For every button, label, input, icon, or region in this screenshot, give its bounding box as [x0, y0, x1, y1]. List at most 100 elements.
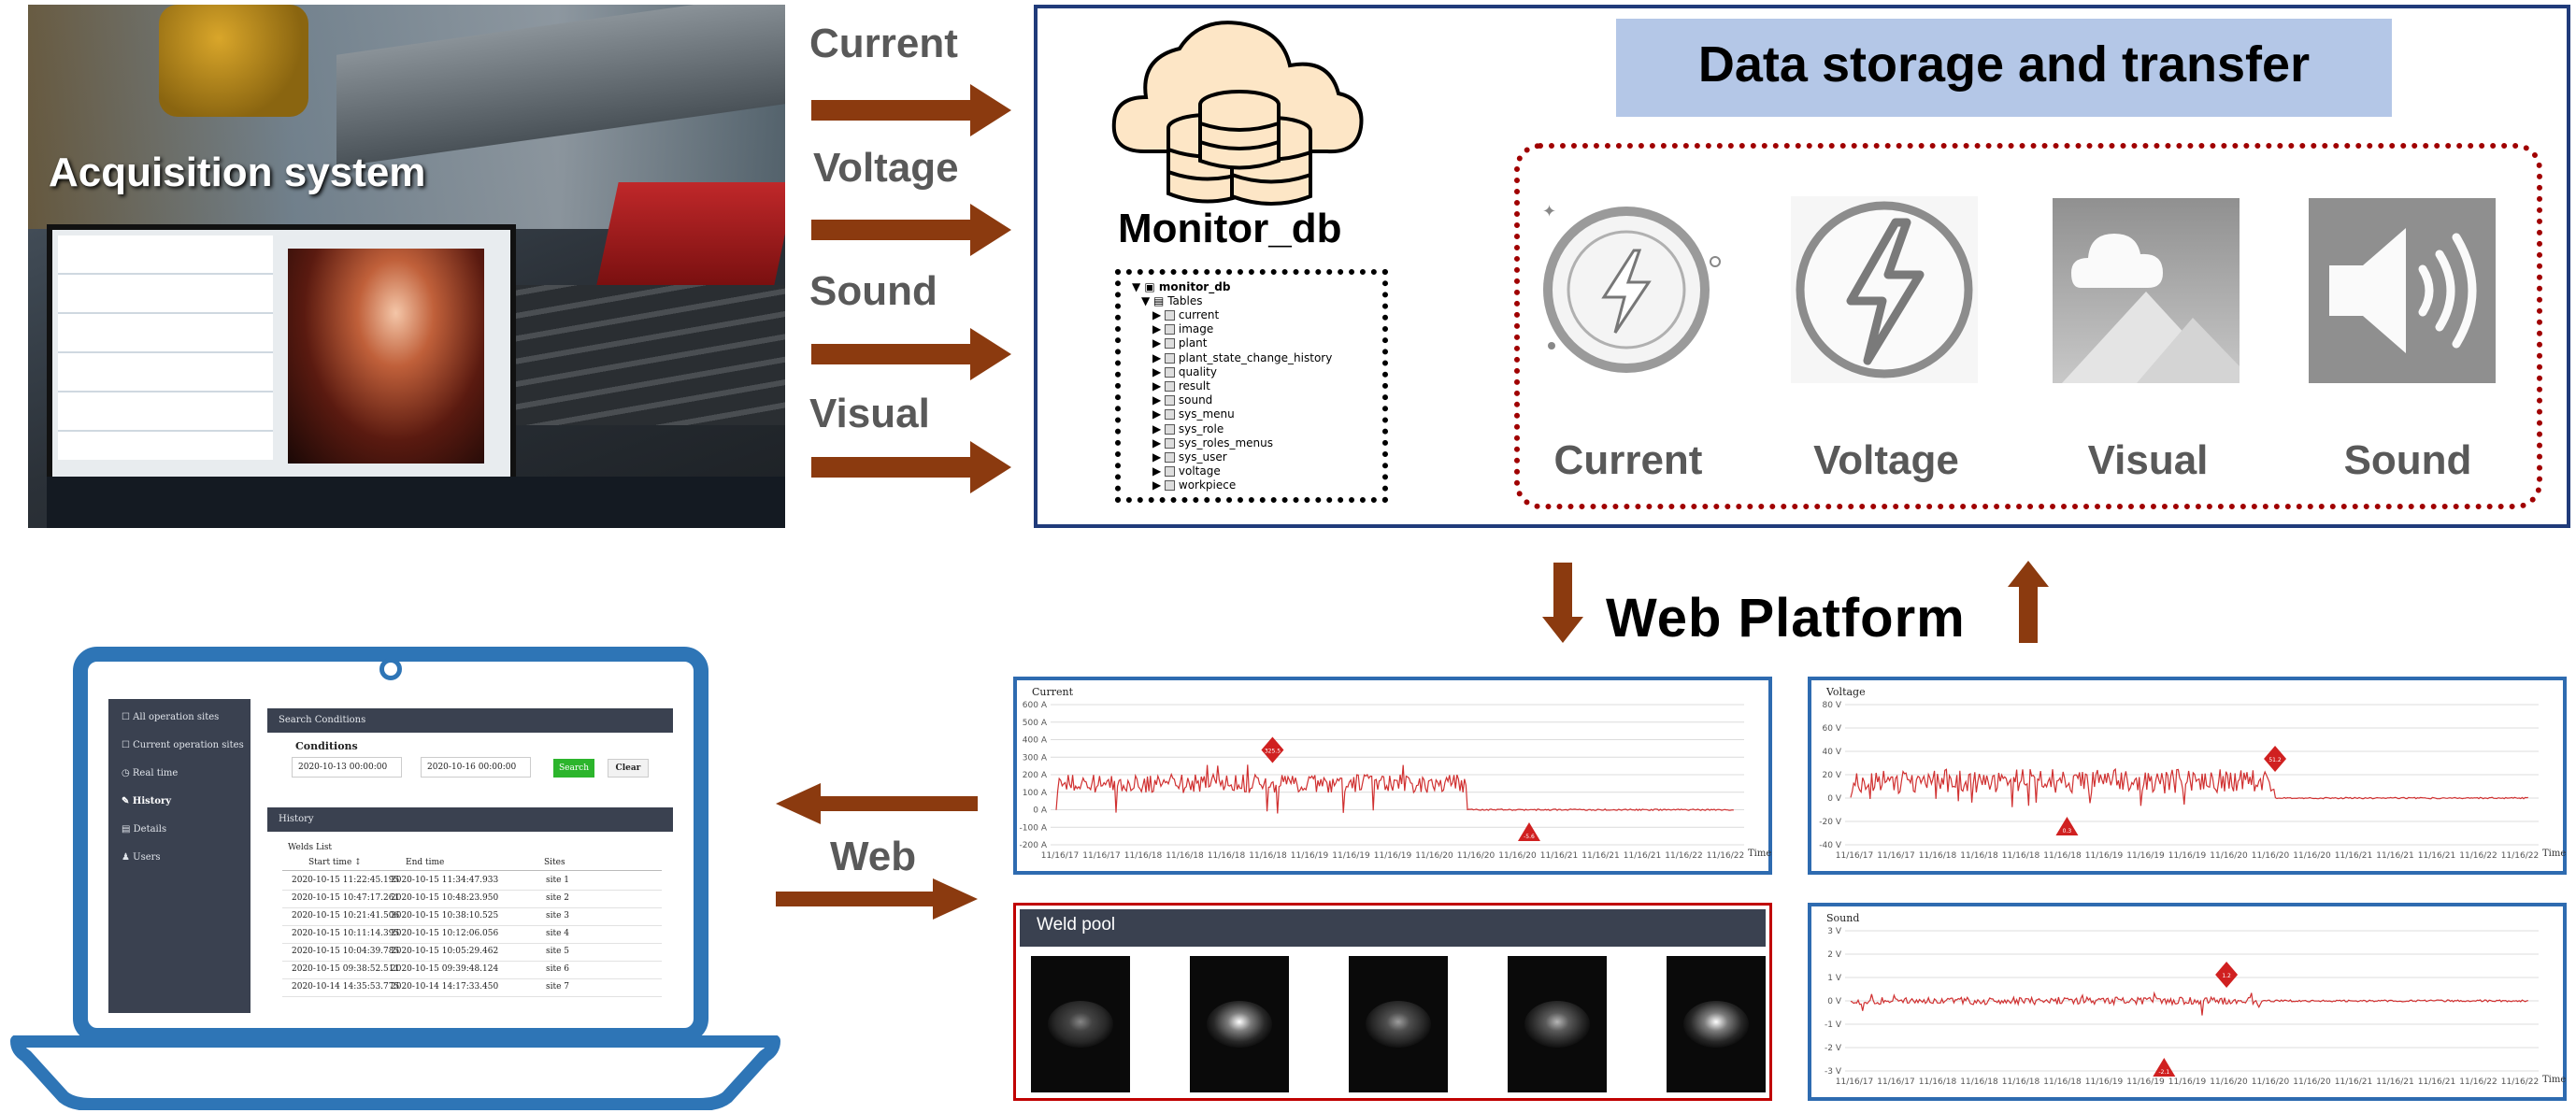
sound-max-label: 1.2	[2222, 973, 2231, 979]
sound-signal-line	[1850, 991, 2528, 1016]
x-tick-label: 11/16/17	[1836, 851, 1873, 861]
x-tick-label: 11/16/18	[1919, 851, 1957, 861]
weld-pool-header	[1020, 909, 1766, 947]
sidebar-item-real-time[interactable]: ◷ Real time	[122, 768, 179, 778]
table-row[interactable]	[282, 996, 662, 997]
table-cell: site 4	[546, 929, 570, 938]
sidebar-item-all-sites[interactable]: ☐ All operation sites	[122, 712, 220, 722]
current-max-marker	[1261, 736, 1284, 763]
arrow-left	[776, 783, 978, 824]
table-cell: 2020-10-14 14:35:53.775	[292, 982, 400, 992]
sidebar-item-details[interactable]: ▤ Details	[122, 824, 167, 835]
table-row[interactable]	[282, 925, 662, 926]
type-label-sound: Sound	[2343, 437, 2472, 483]
x-tick-label: 11/16/20	[2210, 1077, 2248, 1087]
tree-table-plant-state-change-history[interactable]: ▶ plant_state_change_history	[1152, 350, 1333, 364]
welds-list-title: Welds List	[288, 843, 333, 852]
x-tick-label: 11/16/21	[2376, 851, 2413, 861]
x-tick-label: 11/16/22	[2459, 1077, 2497, 1087]
y-tick-label: 300 A	[1023, 753, 1048, 763]
voltage-max-marker	[2264, 746, 2287, 772]
y-tick-label: 80 V	[1823, 701, 1842, 710]
tree-table-sys-menu[interactable]: ▶ sys_menu	[1152, 407, 1235, 421]
y-tick-label: 3 V	[1827, 927, 1842, 936]
current-min-marker	[1517, 822, 1540, 841]
x-tick-label: 11/16/22	[2501, 1077, 2539, 1087]
table-row[interactable]	[282, 978, 662, 979]
x-axis-label: Time	[2542, 1075, 2566, 1085]
tree-table-sys-role[interactable]: ▶ sys_role	[1152, 421, 1224, 435]
table-cell: 2020-10-15 10:12:06.056	[391, 929, 499, 938]
tree-table-quality[interactable]: ▶ quality	[1152, 364, 1217, 378]
acquisition-monitor	[47, 224, 516, 483]
y-tick-label: 60 V	[1823, 724, 1842, 734]
table-row[interactable]	[282, 961, 662, 962]
table-cell: 2020-10-14 14:17:33.450	[391, 982, 499, 992]
signal-label-visual: Visual	[809, 391, 930, 436]
col-header-start[interactable]: Start time ↕	[308, 858, 362, 867]
table-cell: 2020-10-15 10:11:14.395	[292, 929, 400, 938]
tree-table-sys-roles-menus[interactable]: ▶ sys_roles_menus	[1152, 435, 1273, 449]
voltage-icon	[1791, 196, 1978, 383]
y-tick-label: 600 A	[1023, 701, 1048, 710]
x-tick-label: 11/16/21	[1581, 851, 1619, 861]
tree-table-voltage[interactable]: ▶ voltage	[1152, 464, 1221, 478]
table-cell: 2020-10-15 10:05:29.462	[391, 947, 499, 956]
end-time-input[interactable]: 2020-10-16 00:00:00	[421, 757, 531, 778]
visual-icon	[2053, 198, 2240, 383]
start-time-input[interactable]: 2020-10-13 00:00:00	[292, 757, 402, 778]
table-cell: site 1	[546, 876, 570, 885]
arrow-right	[776, 878, 978, 920]
weld-pool-title: Weld pool	[1037, 915, 1116, 935]
tree-table-image[interactable]: ▶ image	[1152, 322, 1214, 336]
table-cell: site 7	[546, 982, 570, 992]
clear-button[interactable]: Clear	[608, 759, 649, 778]
tree-table-sys-user[interactable]: ▶ sys_user	[1152, 450, 1227, 464]
sidebar-item-users[interactable]: ♟ Users	[122, 852, 161, 863]
x-tick-label: 11/16/19	[1291, 851, 1329, 861]
x-tick-label: 11/16/21	[1624, 851, 1661, 861]
sidebar-item-current-sites[interactable]: ☐ Current operation sites	[122, 740, 244, 750]
x-tick-label: 11/16/22	[1707, 851, 1744, 861]
voltage-min-label: 0.3	[2063, 828, 2072, 835]
x-tick-label: 11/16/18	[2043, 1077, 2082, 1087]
x-tick-label: 11/16/21	[1540, 851, 1578, 861]
sound-min-marker	[2153, 1058, 2176, 1077]
y-tick-label: 40 V	[1823, 748, 1842, 757]
table-row[interactable]	[282, 943, 662, 944]
acquisition-photo	[28, 5, 785, 528]
arrow-right-voltage	[811, 204, 1011, 256]
x-tick-label: 11/16/17	[1836, 1077, 1873, 1087]
web-platform-arrows	[1542, 561, 2049, 643]
x-tick-label: 11/16/19	[2168, 851, 2207, 861]
y-tick-label: 0 V	[1827, 794, 1842, 804]
table-row[interactable]	[282, 907, 662, 908]
storage-title-box	[1616, 19, 2392, 117]
current-signal-line	[1055, 764, 1734, 814]
x-tick-label: 11/16/20	[1457, 851, 1496, 861]
tree-table-result[interactable]: ▶ result	[1152, 379, 1210, 392]
x-tick-label: 11/16/18	[2043, 851, 2082, 861]
tree-table-current[interactable]: ▶ current	[1152, 308, 1220, 321]
table-cell: site 5	[546, 947, 570, 956]
search-conditions-header: Search Conditions	[267, 708, 673, 733]
tree-table-plant[interactable]: ▶ plant	[1152, 336, 1208, 350]
x-tick-label: 11/16/19	[2085, 851, 2124, 861]
tree-table-sound[interactable]: ▶ sound	[1152, 393, 1213, 407]
col-header-sites[interactable]: Sites	[544, 858, 565, 867]
tree-folder: ▼ ▤ Tables	[1141, 294, 1203, 307]
arrow-right-current	[811, 84, 1011, 136]
x-tick-label: 11/16/21	[2418, 1077, 2455, 1087]
tree-table-workpiece[interactable]: ▶ workpiece	[1152, 478, 1237, 492]
x-tick-label: 11/16/21	[2335, 851, 2372, 861]
table-cell: 2020-10-15 10:04:39.785	[292, 947, 400, 956]
current-min-label: -5.6	[1524, 834, 1535, 840]
table-row[interactable]	[282, 890, 662, 891]
x-tick-label: 11/16/20	[1415, 851, 1453, 861]
x-tick-label: 11/16/19	[1374, 851, 1412, 861]
col-header-end[interactable]: End time	[406, 858, 445, 867]
sidebar-item-history[interactable]: ✎ History	[122, 796, 172, 806]
camera-icon	[379, 658, 402, 680]
search-button[interactable]: Search	[553, 759, 594, 778]
x-axis-label: Time	[2542, 849, 2566, 859]
